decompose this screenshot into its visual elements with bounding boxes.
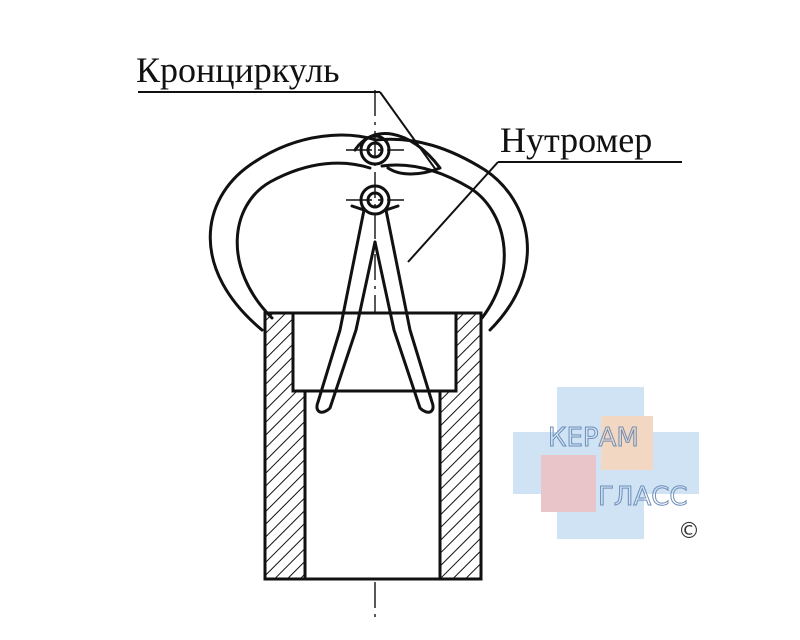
caliper-pivot (359, 134, 391, 166)
caliper-label: Кронциркуль (136, 50, 340, 90)
caliper-leader-line (379, 91, 437, 171)
bore-gauge-leader-line (407, 161, 499, 263)
watermark-line2: ГЛАСС (598, 482, 688, 512)
watermark-line1: КЕРАМ (548, 423, 639, 453)
bore-gauge-label: Нутромер (500, 120, 652, 160)
copyright-mark: © (678, 519, 700, 544)
outside-caliper (208, 132, 529, 332)
bushing-section (263, 311, 483, 581)
bore-gauge-pivot (359, 184, 391, 216)
bore-gauge (315, 184, 435, 414)
watermark-logo: КЕРАМ ГЛАСС © (513, 387, 700, 544)
